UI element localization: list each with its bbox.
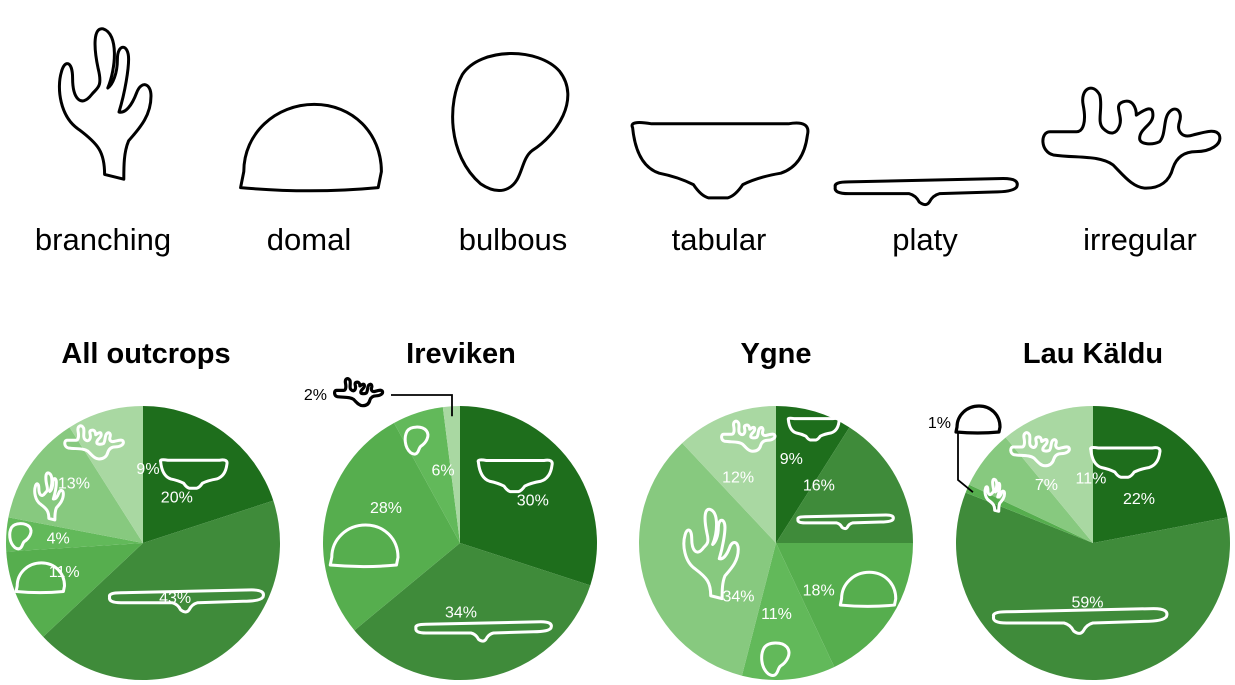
leader-line xyxy=(391,394,453,417)
slice-label: 2% xyxy=(304,387,327,404)
pie-title: Ygne xyxy=(741,338,812,370)
slice-label: 13% xyxy=(58,476,90,493)
growth-form-label-tabular: tabular xyxy=(672,222,767,257)
slice-label: 34% xyxy=(723,588,755,605)
pie-slice-tabular xyxy=(776,406,850,543)
growth-form-label-bulbous: bulbous xyxy=(459,222,568,257)
slice-label: 22% xyxy=(1123,491,1155,508)
pie-slice-domal xyxy=(322,422,460,631)
domal-icon xyxy=(239,102,383,193)
leader-line xyxy=(957,433,974,493)
pie-slice-domal xyxy=(6,543,143,637)
bulbous-icon xyxy=(451,52,570,193)
slice-label: 11% xyxy=(1076,470,1107,487)
slice-label: 1% xyxy=(928,415,951,432)
pie-slice-irregular xyxy=(442,406,460,543)
growth-form-label-irregular: irregular xyxy=(1083,222,1197,257)
growth-form-legend: branching domal bulbous tabular platy irregul… xyxy=(35,27,1222,257)
slice-label: 18% xyxy=(803,582,835,599)
pie-slice-tabular xyxy=(1093,406,1228,543)
pie-chart-2: Ireviken 30% 34% 28% 6% 2% xyxy=(304,338,597,681)
pie-charts: All outcrops 20% 43% 11% 4% 13% 9% Ireviken 30% 3… xyxy=(5,338,1230,681)
domal-icon xyxy=(954,404,1002,435)
pie-slice-tabular xyxy=(460,406,597,586)
slice-label: 43% xyxy=(159,590,191,607)
slice-label: 34% xyxy=(445,604,477,621)
slice-label: 28% xyxy=(370,500,402,517)
pie-slice-irregular xyxy=(1005,406,1093,543)
pie-chart-3: Ygne 9%16% 18% 11% 34% 12% xyxy=(638,338,913,680)
pie-title: Ireviken xyxy=(406,338,516,370)
pie-slice-platy xyxy=(354,543,591,681)
growth-form-label-domal: domal xyxy=(267,222,351,257)
slice-label: 30% xyxy=(517,492,549,509)
platy-icon xyxy=(833,177,1019,207)
pie-slice-bulbous xyxy=(5,517,143,552)
pie-slice-branching xyxy=(969,437,1093,543)
branching-icon xyxy=(57,27,153,181)
slice-label: 20% xyxy=(161,489,193,506)
slice-label: 9% xyxy=(780,451,803,468)
slice-label: 16% xyxy=(803,477,835,494)
pie-title: Lau Käldu xyxy=(1023,338,1163,370)
pie-slice-platy xyxy=(43,500,280,680)
irregular-icon xyxy=(1041,86,1222,190)
slice-label: 59% xyxy=(1071,595,1103,612)
slice-label: 4% xyxy=(47,531,70,548)
slice-label: 6% xyxy=(431,463,454,480)
pie-slice-branching xyxy=(8,427,143,543)
slice-label: 12% xyxy=(722,469,754,486)
pie-slice-irregular xyxy=(682,406,776,543)
slice-label: 11% xyxy=(49,564,80,581)
growth-form-label-platy: platy xyxy=(892,222,958,257)
pie-slice-bulbous xyxy=(393,407,460,543)
pie-slice-domal xyxy=(965,484,1093,543)
growth-form-label-branching: branching xyxy=(35,222,171,257)
irregular-icon xyxy=(332,376,385,408)
tabular-icon xyxy=(630,121,810,200)
slice-label: 7% xyxy=(1035,477,1058,494)
pie-chart-1: All outcrops 20% 43% 11% 4% 13% 9% xyxy=(5,338,280,680)
slice-label: 11% xyxy=(761,606,792,623)
slice-label: 9% xyxy=(136,461,159,478)
pie-slice-platy xyxy=(956,492,1230,680)
pie-slice-branching xyxy=(638,443,776,676)
pie-chart-4: Lau Käldu 22% 59% 1% 7% 11% xyxy=(928,338,1230,680)
pie-title: All outcrops xyxy=(61,338,230,370)
pie-slice-tabular xyxy=(143,406,274,543)
